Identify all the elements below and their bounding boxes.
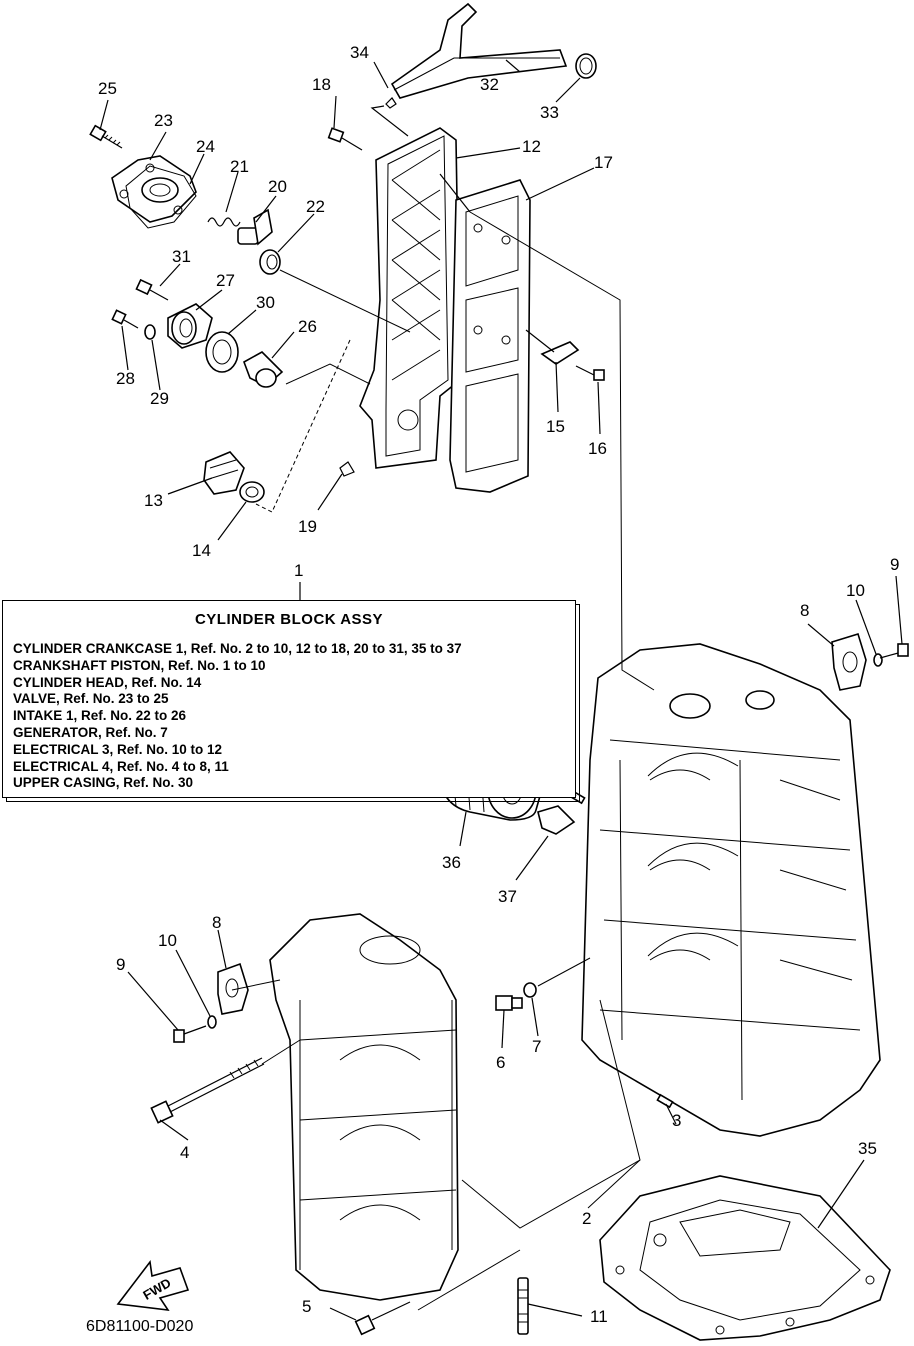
grommet-22 <box>259 249 281 275</box>
assembly-line: CYLINDER CRANKCASE 1, Ref. No. 2 to 10, … <box>13 641 462 656</box>
callout-35: 35 <box>858 1139 877 1158</box>
fitting-37 <box>537 805 576 835</box>
assembly-line: CRANKSHAFT PISTON, Ref. No. 1 to 10 <box>13 657 266 673</box>
clamp-34 <box>385 97 397 109</box>
leader-lines <box>99 59 903 1321</box>
callout-6: 6 <box>496 1053 505 1072</box>
bolt-16 <box>575 365 605 381</box>
bolt-9-lower <box>173 1025 207 1043</box>
callout-36: 36 <box>442 853 461 872</box>
clip-19 <box>339 461 355 477</box>
assembly-line: VALVE, Ref. No. 23 to 25 <box>13 691 169 707</box>
bracket-8-upper <box>831 633 867 691</box>
gasket-24 <box>125 165 197 229</box>
thermostat-20 <box>237 208 273 246</box>
callout-7: 7 <box>532 1037 541 1056</box>
bolt-4 <box>150 1057 265 1124</box>
bushing-30 <box>205 331 239 373</box>
bolt-25 <box>89 124 123 149</box>
bracket-15 <box>540 341 580 365</box>
callout-10-upper: 10 <box>846 581 865 600</box>
callout-31: 31 <box>172 247 191 266</box>
bolt-18 <box>327 127 363 151</box>
clamp-33 <box>575 53 597 79</box>
callout-24: 24 <box>196 137 215 156</box>
exhaust-cover-12 <box>359 127 461 469</box>
spring-21 <box>207 217 241 227</box>
bolt-31 <box>135 278 169 301</box>
callout-9-lower: 9 <box>116 955 125 974</box>
callout-15: 15 <box>546 417 565 436</box>
callout-1: 1 <box>294 561 303 580</box>
callout-4: 4 <box>180 1143 189 1162</box>
callout-numbers: 25 23 24 21 20 22 31 27 30 26 28 29 13 1… <box>98 43 899 1326</box>
callout-14: 14 <box>192 541 211 560</box>
callout-2-lower: 2 <box>582 1209 591 1228</box>
cover-27 <box>167 303 213 349</box>
callout-21: 21 <box>230 157 249 176</box>
bolt-9-upper <box>879 643 909 659</box>
assembly-line: CYLINDER HEAD, Ref. No. 14 <box>13 674 202 690</box>
callout-10-lower: 10 <box>158 931 177 950</box>
crankcase-main <box>581 643 881 1137</box>
gasket-17 <box>449 179 531 493</box>
assembly-title: CYLINDER BLOCK ASSY <box>194 611 384 628</box>
callout-8-upper: 8 <box>800 601 809 620</box>
callout-3-lower: 3 <box>672 1111 681 1130</box>
assembly-line: ELECTRICAL 4, Ref. No. 4 to 8, 11 <box>13 758 229 774</box>
cylinder-block-left <box>269 913 459 1301</box>
callout-12: 12 <box>522 137 541 156</box>
callout-34: 34 <box>350 43 369 62</box>
callout-33: 33 <box>540 103 559 122</box>
bolt-6 <box>495 995 523 1011</box>
bolt-5 <box>354 1301 411 1336</box>
fwd-arrow-icon: FWD <box>116 1259 190 1312</box>
washer-7 <box>523 982 537 998</box>
callout-8-lower: 8 <box>212 913 221 932</box>
washer-10-lower <box>207 1015 217 1029</box>
sleeve-26 <box>243 351 284 388</box>
callout-11: 11 <box>590 1307 608 1326</box>
callout-23: 23 <box>154 111 173 130</box>
callout-37: 37 <box>498 887 517 906</box>
assembly-lines: CYLINDER CRANKCASE 1, Ref. No. 2 to 10, … <box>13 641 462 792</box>
callout-20: 20 <box>268 177 287 196</box>
gasket-35 <box>599 1175 891 1341</box>
assembly-line: UPPER CASING, Ref. No. 30 <box>13 775 194 791</box>
callout-5: 5 <box>302 1297 311 1316</box>
callout-18: 18 <box>312 75 331 94</box>
dowel-pin-3-lower <box>656 1093 674 1109</box>
callout-25: 25 <box>98 79 117 98</box>
gasket-14 <box>239 481 265 503</box>
assembly-line: ELECTRICAL 3, Ref. No. 10 to 12 <box>13 741 223 757</box>
bracket-8-lower <box>217 962 249 1015</box>
drawing-code: 6D81100-D020 <box>86 1318 194 1335</box>
stud-11 <box>517 1277 529 1335</box>
callout-17: 17 <box>594 153 613 172</box>
washer-10-upper <box>873 653 883 667</box>
callout-28: 28 <box>116 369 135 388</box>
thermostat-cover-23 <box>111 155 197 223</box>
bolt-28 <box>111 309 139 329</box>
callout-13: 13 <box>144 491 163 510</box>
callout-29: 29 <box>150 389 169 408</box>
callout-22: 22 <box>306 197 325 216</box>
plug-13 <box>203 451 245 495</box>
washer-29 <box>144 324 156 340</box>
callout-30: 30 <box>256 293 275 312</box>
assembly-line: INTAKE 1, Ref. No. 22 to 26 <box>13 708 187 724</box>
callout-9-upper: 9 <box>890 555 899 574</box>
callout-16: 16 <box>588 439 607 458</box>
hose-32 <box>390 2 568 99</box>
callout-26: 26 <box>298 317 317 336</box>
assembly-info-box: CYLINDER BLOCK ASSY CYLINDER CRANKCASE 1… <box>2 600 576 798</box>
callout-19: 19 <box>298 517 317 536</box>
callout-32: 32 <box>480 75 499 94</box>
assembly-line: GENERATOR, Ref. No. 7 <box>13 724 168 740</box>
callout-27: 27 <box>216 271 235 290</box>
